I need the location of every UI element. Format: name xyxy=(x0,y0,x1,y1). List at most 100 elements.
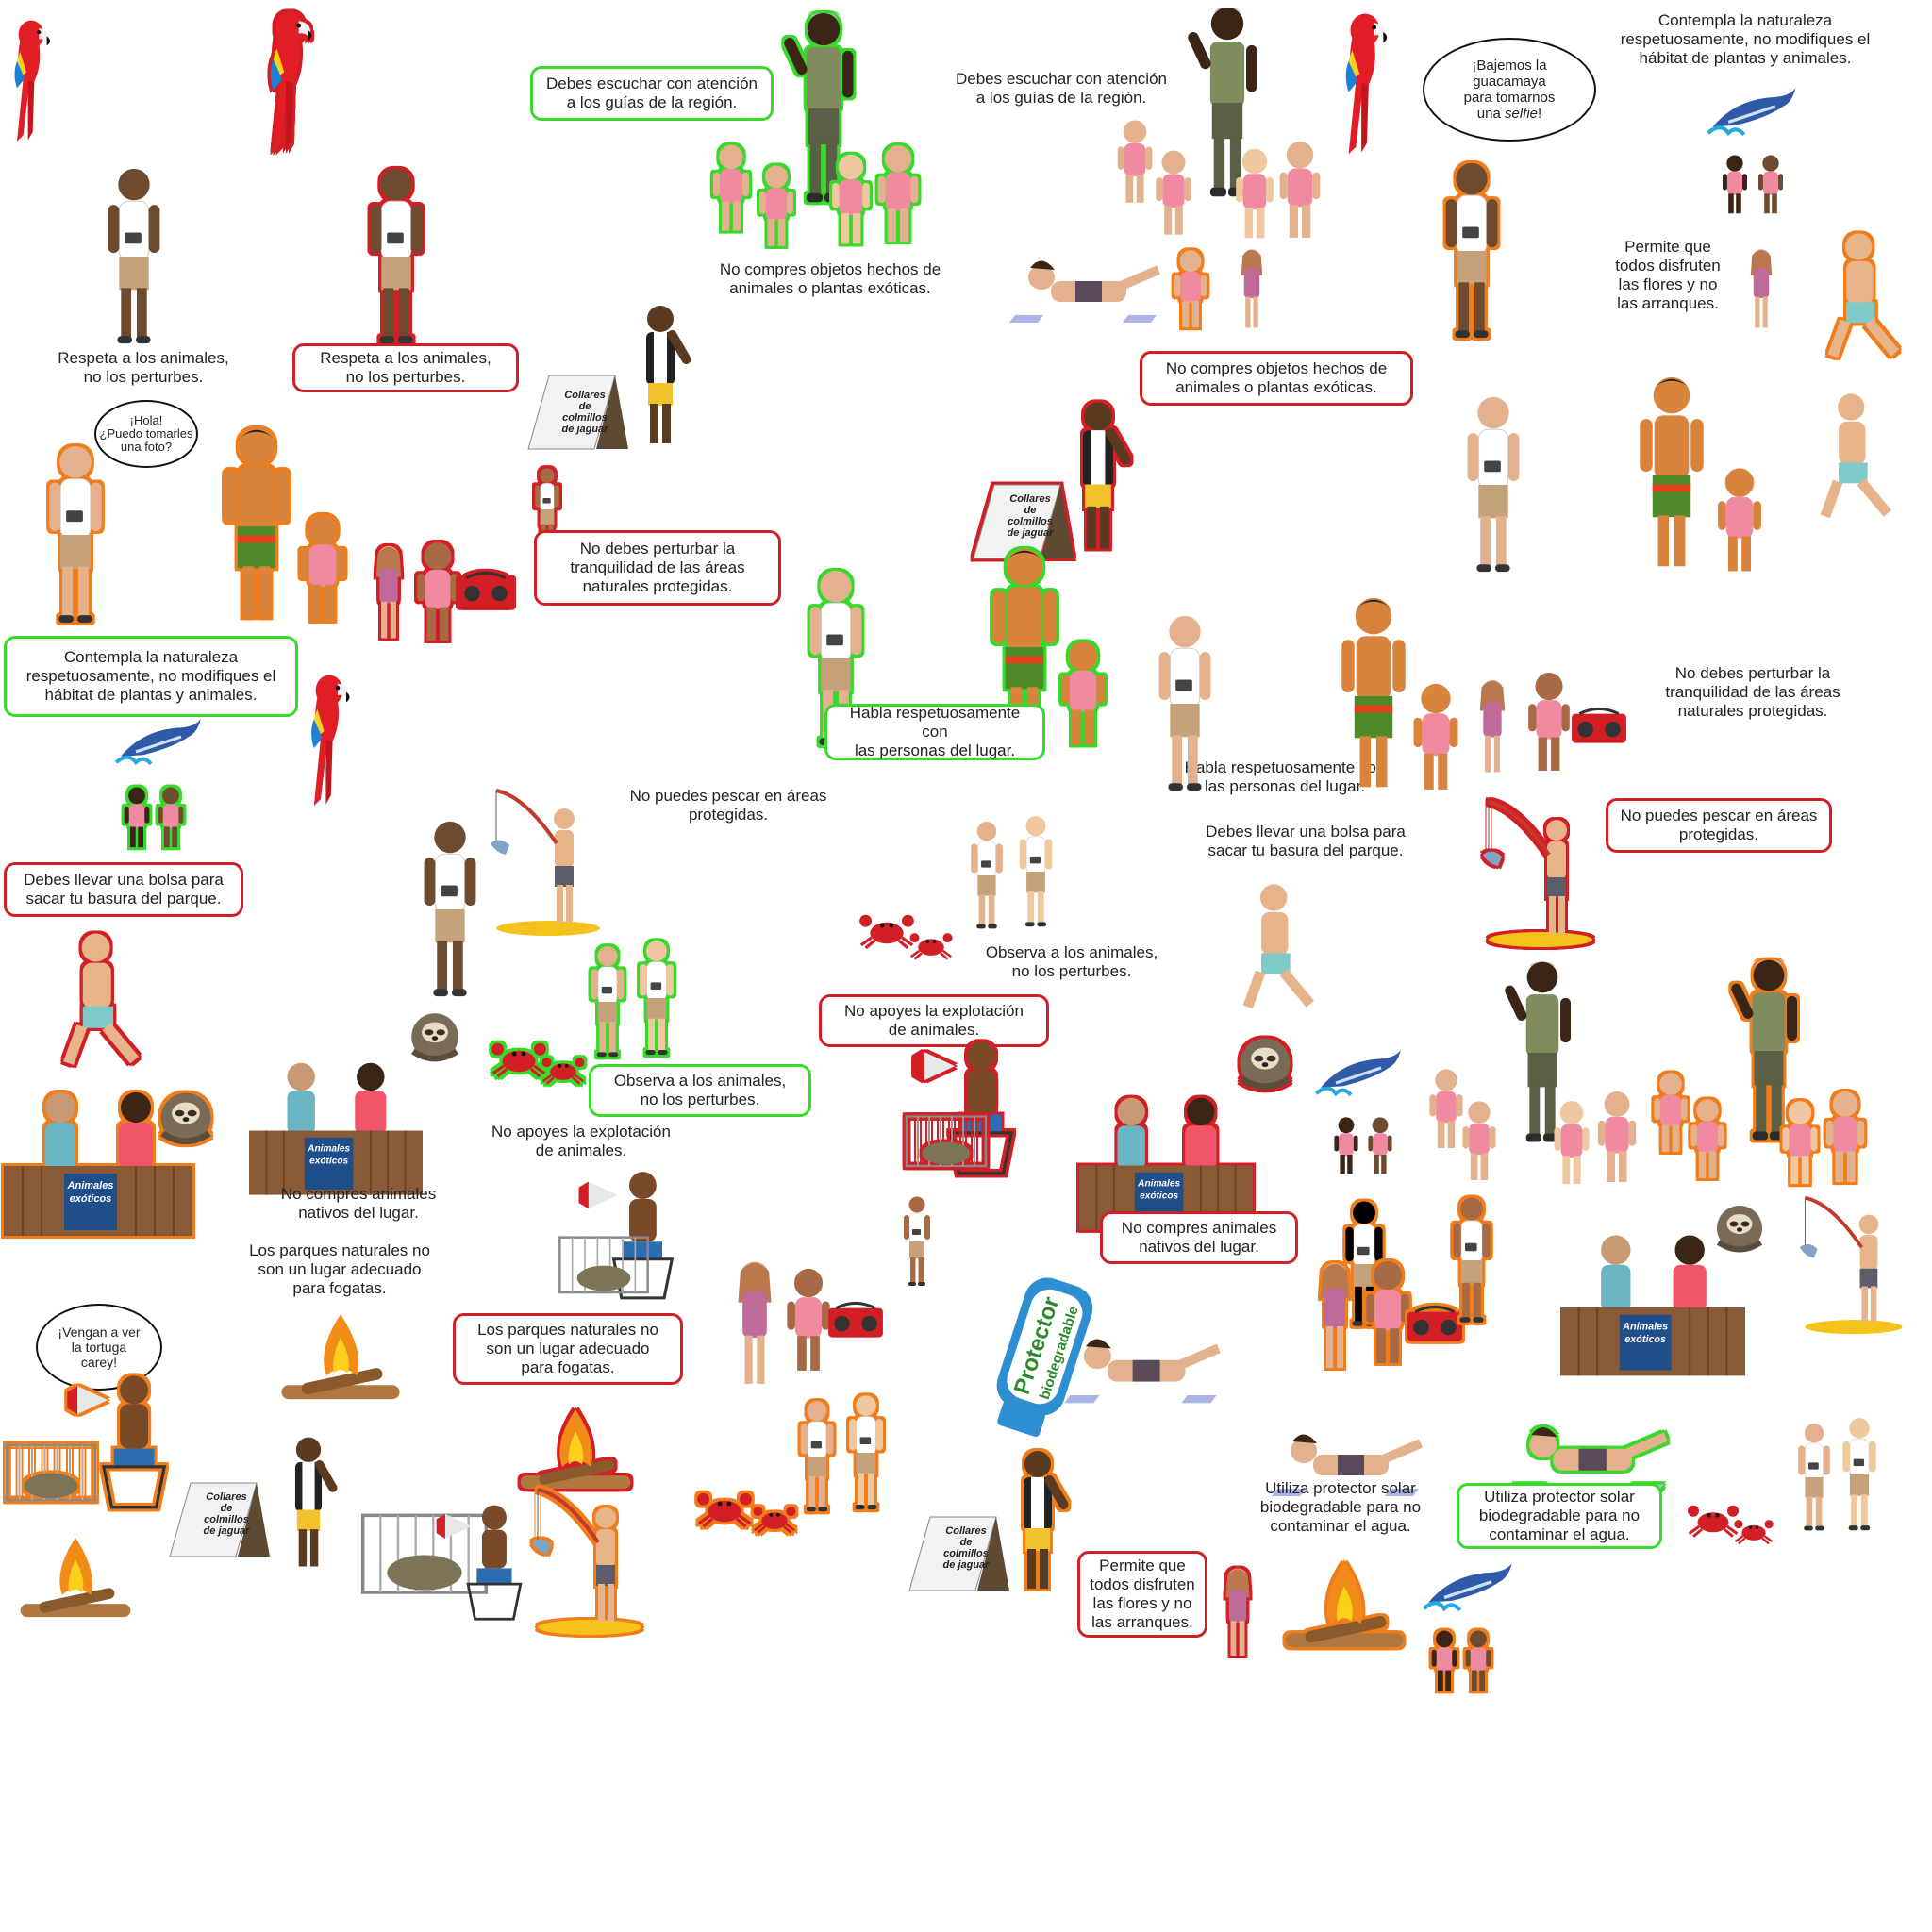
macaw-icon xyxy=(1338,2,1392,164)
protector-label: Protector biodegradable xyxy=(1009,1294,1082,1402)
macaw-icon xyxy=(262,2,317,160)
child-icon xyxy=(1524,660,1574,785)
sunbather-icon xyxy=(1060,1317,1226,1415)
child-icon xyxy=(368,534,409,653)
child-icon xyxy=(1472,668,1513,787)
child-icon xyxy=(1168,247,1213,332)
child-icon xyxy=(1823,1087,1868,1189)
child-icon xyxy=(1217,1566,1258,1660)
turtle-cage-icon xyxy=(557,1226,651,1302)
child-icon xyxy=(1594,1087,1640,1189)
svg-text:de: de xyxy=(221,1503,233,1514)
child-icon xyxy=(1651,1070,1690,1157)
no-compres-objetos-caption: No compres objetos hechos de animales o … xyxy=(719,260,941,297)
sloth-icon xyxy=(1711,1200,1768,1257)
no-compres-animales-box[interactable]: No compres animales nativos del lugar. xyxy=(1100,1211,1298,1264)
svg-text:Collares: Collares xyxy=(1009,493,1050,505)
habla-box[interactable]: Habla respetuosamente con las personas d… xyxy=(824,704,1045,760)
svg-text:de jaguar: de jaguar xyxy=(204,1525,251,1537)
protector-caption: Utiliza protector solar biodegradable pa… xyxy=(1259,1479,1422,1535)
group-icon xyxy=(1424,1194,1519,1326)
svg-text:de jaguar: de jaguar xyxy=(562,424,609,435)
no-explotacion-box[interactable]: No apoyes la explotación de animales. xyxy=(819,994,1049,1047)
contempla-box[interactable]: Contempla la naturaleza respetuosamente,… xyxy=(4,636,298,717)
tourist-camera-icon xyxy=(38,441,113,628)
svg-text:colmillos: colmillos xyxy=(1008,516,1053,527)
no-compres-objetos-box[interactable]: No compres objetos hechos de animales o … xyxy=(1140,351,1413,406)
tourist-camera-icon xyxy=(411,817,489,1002)
child-icon xyxy=(1551,1096,1592,1191)
collares-sign: Collares de colmillos de jaguar xyxy=(1008,493,1055,539)
bolsa-box[interactable]: Debes llevar una bolsa para sacar tu bas… xyxy=(4,862,243,917)
observa-caption: Observa a los animales, no los perturbes… xyxy=(985,943,1158,980)
tourist-camera-icon xyxy=(1147,611,1223,796)
group-icon xyxy=(860,1194,974,1289)
runner-icon xyxy=(1226,877,1340,1019)
crab-icon xyxy=(908,928,955,960)
sunbather-icon xyxy=(1006,242,1166,332)
observa-box[interactable]: Observa a los animales, no los perturbes… xyxy=(589,1064,811,1117)
child-icon xyxy=(155,785,187,851)
crab-icon xyxy=(694,1487,755,1528)
child-icon xyxy=(1743,247,1779,332)
couple-icon xyxy=(1815,1415,1904,1534)
child-icon xyxy=(1779,1096,1821,1191)
macaw-icon xyxy=(304,664,355,815)
whale-icon xyxy=(1313,1045,1404,1098)
child-icon xyxy=(1232,247,1272,332)
child-icon xyxy=(726,1258,783,1391)
campfire-icon xyxy=(9,1524,142,1628)
market-stall-icon xyxy=(249,1055,423,1196)
child-icon xyxy=(874,142,923,247)
radio-icon xyxy=(826,1300,885,1340)
whale-icon xyxy=(1704,83,1800,138)
svg-text:de: de xyxy=(1024,505,1037,516)
child-icon xyxy=(1428,1628,1460,1694)
protector-box[interactable]: Utiliza protector solar biodegradable pa… xyxy=(1457,1483,1662,1549)
indigenous-man-icon xyxy=(1628,374,1715,574)
svg-text:de: de xyxy=(579,401,591,412)
fishing-boy-icon xyxy=(528,1481,651,1641)
couple-icon xyxy=(821,1392,911,1513)
svg-text:Collares: Collares xyxy=(206,1491,246,1503)
macaw-icon xyxy=(8,6,55,155)
permite-box[interactable]: Permite que todos disfruten las flores y… xyxy=(1077,1551,1208,1638)
collares-sign: Collares de colmillos de jaguar xyxy=(204,1491,251,1537)
respeta-box[interactable]: Respeta a los animales, no los perturbes… xyxy=(292,343,519,392)
fogatas-caption: Los parques naturales no son un lugar ad… xyxy=(249,1241,430,1297)
child-icon xyxy=(1364,1115,1396,1177)
child-icon xyxy=(1057,638,1109,751)
turtle-cage-icon xyxy=(904,1108,989,1174)
escuchar-box[interactable]: Debes escuchar con atención a los guías … xyxy=(530,66,774,121)
tourist-camera-icon xyxy=(1453,392,1534,577)
tourist-camera-icon xyxy=(96,164,172,349)
child-icon xyxy=(1275,138,1324,243)
child-icon xyxy=(121,785,153,851)
collares-sign: Collares de colmillos de jaguar xyxy=(562,390,609,435)
turtle-cage-icon xyxy=(4,1434,98,1509)
no-perturbar-box[interactable]: No debes perturbar la tranquilidad de la… xyxy=(534,530,781,606)
no-perturbar-caption: No debes perturbar la tranquilidad de la… xyxy=(1665,664,1840,720)
child-icon xyxy=(1755,153,1787,217)
child-icon xyxy=(1462,1628,1494,1694)
radio-icon xyxy=(457,570,515,609)
crab-icon xyxy=(1732,1515,1775,1545)
collares-sign: Collares de colmillos de jaguar xyxy=(943,1525,991,1571)
svg-text:Collares: Collares xyxy=(945,1525,986,1537)
bajemos-bubble: ¡Bajemos la guacamaya para tomarnos una … xyxy=(1423,38,1596,142)
crab-icon xyxy=(751,1502,798,1534)
no-pescar-box[interactable]: No puedes pescar en áreas protegidas. xyxy=(1606,798,1832,853)
svg-text:de: de xyxy=(960,1537,973,1548)
child-icon xyxy=(1307,1260,1362,1374)
svg-text:colmillos: colmillos xyxy=(204,1514,249,1525)
tourist-camera-icon xyxy=(1434,158,1509,343)
vendor-icon xyxy=(274,1432,343,1574)
indigenous-man-icon xyxy=(213,425,300,625)
carey-bubble: ¡Vengan a ver la tortuga carey! xyxy=(36,1304,162,1391)
hola-bubble: ¡Hola! ¿Puedo tomarles una foto? xyxy=(94,400,198,468)
runner-icon xyxy=(1811,226,1924,368)
whale-icon xyxy=(1421,1557,1515,1615)
crab-icon xyxy=(540,1053,587,1085)
fogatas-box[interactable]: Los parques naturales no son un lugar ad… xyxy=(453,1313,683,1385)
child-icon xyxy=(1409,679,1462,796)
